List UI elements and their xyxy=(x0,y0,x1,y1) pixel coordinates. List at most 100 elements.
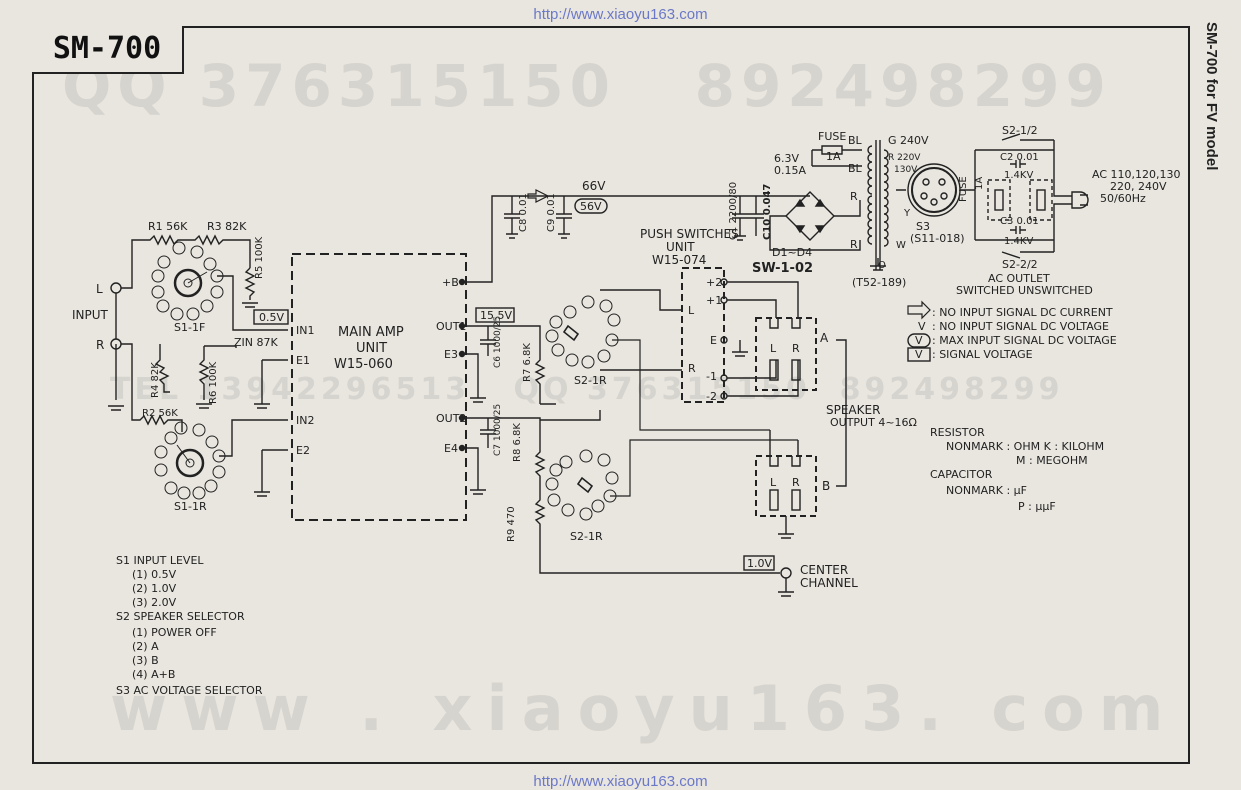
amp-title2: UNIT xyxy=(356,341,387,356)
legend-item-2: : MAX INPUT SIGNAL DC VOLTAGE xyxy=(932,334,1117,347)
pin-e3: E3 xyxy=(444,348,458,361)
zin-label: ZIN 87K xyxy=(234,336,279,349)
pin-b: +B xyxy=(442,276,459,289)
c3-label: C3 0.01 xyxy=(1000,216,1039,227)
spk-a-r: R xyxy=(792,342,800,355)
c1-label: C1 2200/80 xyxy=(728,182,739,240)
c7-label: C7 1000/25 xyxy=(493,404,503,456)
input-section: L R INPUT R1 56K R3 82K R5 100K S1-1F R4… xyxy=(72,220,289,513)
spk-a-label: A xyxy=(820,331,829,345)
s1f-label: S1-1F xyxy=(174,321,205,334)
s2-lower-label: S2-1R xyxy=(570,530,603,543)
r-label-2: R xyxy=(850,238,858,251)
pin-e4: E4 xyxy=(444,442,458,455)
note-2: (2) 1.0V xyxy=(132,582,177,595)
bl1-label: BL xyxy=(848,134,863,147)
c3-kv: 1.4KV xyxy=(1004,236,1033,247)
schematic-frame xyxy=(32,26,1190,764)
v05-label: 0.5V xyxy=(259,311,284,324)
center-channel: 1.0V CENTER CHANNEL xyxy=(743,555,858,597)
input-jack-l xyxy=(110,282,122,294)
legend-item-3: : SIGNAL VOLTAGE xyxy=(932,348,1033,361)
input-l-label: L xyxy=(96,282,103,296)
push-switches-unit: PUSH SWITCHES UNIT W15-074 L R +2 +1 E -… xyxy=(600,227,799,403)
transformer-section: FUSE 1A BL BL 6.3V 0.15A O R R G 240V R … xyxy=(774,130,1054,289)
note-8: (4) A+B xyxy=(132,668,175,681)
legend-sym-1: V xyxy=(918,320,926,333)
resistor-label: RESISTOR xyxy=(930,426,985,439)
r220-label: R 220V xyxy=(888,153,921,163)
legend-item-1: : NO INPUT SIGNAL DC VOLTAGE xyxy=(932,320,1109,333)
ac-label: AC 110,120,130 xyxy=(1092,168,1181,181)
s2-half1: S2-1/2 xyxy=(1002,124,1038,137)
speaker-outputs: L R A L R B SPEAKER OUTPUT 4~16Ω xyxy=(755,317,917,539)
transformer-model: (T52-189) xyxy=(852,276,906,289)
fuse-label: FUSE xyxy=(818,130,846,143)
lamp-v: 6.3V xyxy=(774,152,799,165)
switches-l: L xyxy=(688,304,695,317)
ac3-label: 50/60Hz xyxy=(1100,192,1146,205)
r9-label: R9 470 xyxy=(506,506,517,542)
pin-in2: IN2 xyxy=(296,414,314,427)
amp-title1: MAIN AMP xyxy=(338,325,404,340)
v56-label: 56V xyxy=(580,200,602,213)
c6-label: C6 1000/25 xyxy=(493,316,503,368)
sw-label: SW-1-02 xyxy=(752,261,813,276)
outlet1-label: AC OUTLET xyxy=(988,272,1050,285)
c8-label: C8 0.01 xyxy=(518,193,529,232)
note-7: (3) B xyxy=(132,654,159,667)
power-supply: 66V 56V C8 0.01 C9 0.01 C1 2200/80 C10 0… xyxy=(504,179,861,276)
w-label: W xyxy=(896,240,906,251)
r5-label: R5 100K xyxy=(254,236,265,279)
input-label: INPUT xyxy=(72,308,109,322)
s2-upper-label: S2-1R xyxy=(574,374,607,387)
g240-label: G 240V xyxy=(888,134,929,147)
r4-label: R4 82K xyxy=(150,362,161,398)
units-notes: RESISTOR NONMARK : OHM K : KILOHM M : ME… xyxy=(930,426,1104,513)
lamp-i: 0.15A xyxy=(774,164,806,177)
r-label-1: R xyxy=(850,190,858,203)
pin-e: E xyxy=(710,334,717,347)
watermark-qq-mid: TEL 13942296513 QQ 376315150 892498299 xyxy=(110,372,1064,407)
v05-box xyxy=(253,309,289,325)
c10-label: C10 0.047 xyxy=(762,184,773,240)
note-4: S2 SPEAKER SELECTOR xyxy=(116,610,245,623)
pin-plus1: +1 xyxy=(706,294,722,307)
note-9: S3 AC VOLTAGE SELECTOR xyxy=(116,684,263,697)
s3-label: S3 xyxy=(916,220,930,233)
r7-label: R7 6.8K xyxy=(522,343,533,382)
pin-minus2: -2 xyxy=(706,390,717,403)
pin-e2: E2 xyxy=(296,444,310,457)
s1r-label: S1-1R xyxy=(174,500,207,513)
s2-switch-upper xyxy=(545,295,621,369)
pin-in1: IN1 xyxy=(296,324,314,337)
amp-output-network: 15.5V C6 1000/25 R7 6.8K C7 1000/25 R8 6… xyxy=(462,195,780,574)
switch-notes: S1 INPUT LEVEL (1) 0.5V (2) 1.0V (3) 2.0… xyxy=(116,554,263,697)
note-0: S1 INPUT LEVEL xyxy=(116,554,204,567)
bl2-label: BL xyxy=(848,162,863,175)
x130-label: 130V xyxy=(894,165,918,175)
pin-out1: OUT1 xyxy=(436,320,466,333)
legend: : NO INPUT SIGNAL DC CURRENT V : NO INPU… xyxy=(907,300,1117,362)
center-label1: CENTER xyxy=(800,563,848,577)
model-title: SM-700 xyxy=(32,26,184,74)
capacitor-label: CAPACITOR xyxy=(930,468,993,481)
url-top[interactable]: http://www.xiaoyu163.com xyxy=(533,6,708,23)
pin-e1: E1 xyxy=(296,354,310,367)
note-3: (3) 2.0V xyxy=(132,596,177,609)
input-r-label: R xyxy=(96,338,104,352)
c9-label: C9 0.01 xyxy=(546,193,557,232)
pin-plus2: +2 xyxy=(706,276,722,289)
note-5: (1) POWER OFF xyxy=(132,626,217,639)
s1-1r-switch xyxy=(154,421,226,500)
r3-label: R3 82K xyxy=(207,220,247,233)
side-title: SM-700 for FV model xyxy=(1203,22,1220,171)
amp-model: W15-060 xyxy=(334,357,393,372)
mains-section: S2-1/2 S2-2/2 C2 0.01 1.4KV C3 0.01 1.4K… xyxy=(956,124,1181,297)
pin-out2: OUT2 xyxy=(436,412,466,425)
note-1: (1) 0.5V xyxy=(132,568,177,581)
speaker-output: OUTPUT 4~16Ω xyxy=(830,416,917,429)
r6-label: R6 100K xyxy=(208,361,219,404)
url-bottom[interactable]: http://www.xiaoyu163.com xyxy=(533,773,708,790)
diodes-label: D1~D4 xyxy=(772,246,812,259)
